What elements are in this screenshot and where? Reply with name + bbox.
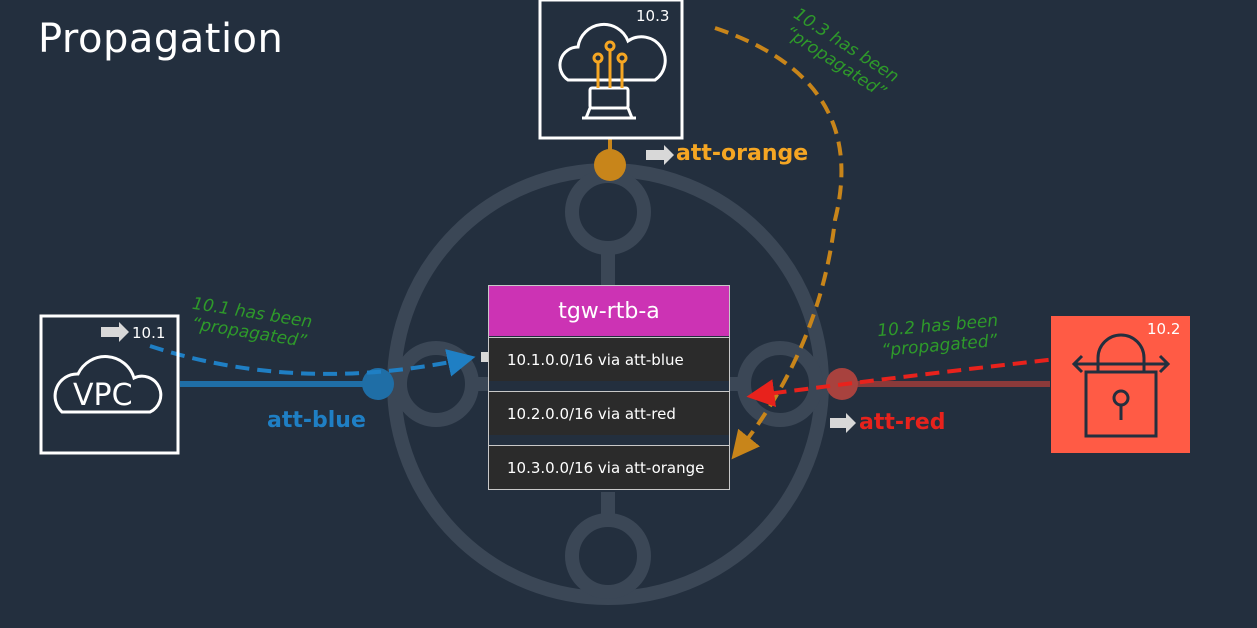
att-blue-label: att-blue: [267, 408, 366, 433]
att-blue-dot: [362, 368, 394, 400]
orange-propagation-arrow: [714, 26, 844, 460]
att-red-arrow-icon: [830, 413, 856, 433]
route-row: 10.3.0.0/16 via att-orange: [489, 445, 729, 489]
route-row: 10.1.0.0/16 via att-blue: [489, 337, 729, 381]
route-table: tgw-rtb-a 10.1.0.0/16 via att-blue 10.2.…: [488, 285, 730, 490]
cloud-circuit-icon: [558, 22, 667, 120]
blue-propagation-arrow: [149, 344, 476, 377]
att-orange-dot: [594, 149, 626, 181]
right-node: [1051, 316, 1190, 453]
top-node-cidr-label: 10.3: [636, 7, 670, 25]
vpc-cidr-label: 10.1: [132, 324, 166, 342]
route-table-name: tgw-rtb-a: [489, 286, 729, 336]
vpc-icon-text: VPC: [73, 378, 133, 413]
page-title: Propagation: [38, 16, 284, 62]
route-row: 10.2.0.0/16 via att-red: [489, 391, 729, 435]
top-node: [538, 0, 684, 165]
att-red-label: att-red: [859, 410, 946, 435]
vpc-node: [39, 314, 180, 455]
right-node-cidr-label: 10.2: [1147, 320, 1181, 338]
att-orange-label: att-orange: [676, 141, 809, 166]
arrow-icon: [101, 322, 129, 342]
arrow-icon: [646, 145, 674, 165]
vpc-cloud-icon: [53, 355, 163, 414]
padlock-arrows-icon: [1071, 333, 1171, 438]
